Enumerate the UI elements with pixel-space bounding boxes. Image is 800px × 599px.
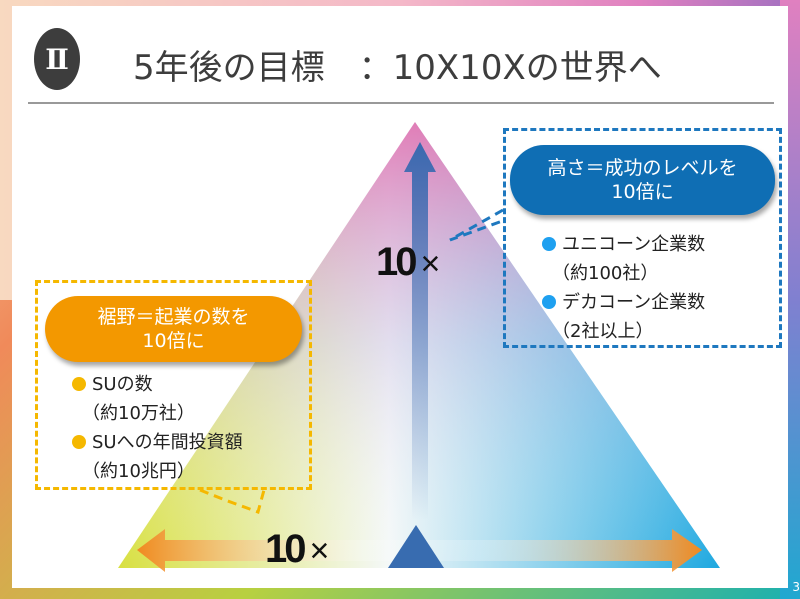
height-heading-pill: 高さ＝成功のレベルを 10倍に <box>510 145 775 215</box>
base-list: SUの数 （約10万社） SUへの年間投資額 （約10兆円） <box>72 370 243 486</box>
item-label: SUの数 <box>92 374 153 395</box>
base-heading-pill: 裾野＝起業の数を 10倍に <box>45 296 302 362</box>
item-detail: （約10兆円） <box>82 461 195 482</box>
multiplier-number: 10 <box>265 527 306 571</box>
multiplier-sign: × <box>309 532 330 570</box>
vertical-arrow <box>404 142 436 520</box>
page-title: 5年後の目標 ：10X10Xの世界へ <box>133 48 662 88</box>
list-item: SUの数 <box>72 370 243 399</box>
height-heading-line2: 10倍に <box>611 181 674 203</box>
right-callout-pointer <box>449 208 506 242</box>
list-item: デカコーン企業数 <box>542 288 705 317</box>
item-label: SUへの年間投資額 <box>92 432 243 453</box>
bullet-icon <box>72 377 86 391</box>
base-heading-line2: 10倍に <box>142 330 205 352</box>
base-triangle-marker <box>388 525 444 568</box>
multiplier-sign: × <box>420 245 441 283</box>
item-detail: （約100社） <box>552 263 659 284</box>
base-heading-line1: 裾野＝起業の数を <box>97 306 250 328</box>
item-detail: （約10万社） <box>82 403 195 424</box>
base-callout-box <box>35 280 312 490</box>
bullet-icon <box>72 435 86 449</box>
height-heading-line1: 高さ＝成功のレベルを <box>547 157 738 179</box>
multiplier-number: 10 <box>376 240 417 284</box>
vertical-multiplier-label: 10× <box>376 240 441 285</box>
bullet-icon <box>542 295 556 309</box>
height-list: ユニコーン企業数 （約100社） デカコーン企業数 （2社以上） <box>542 230 705 346</box>
item-label: ユニコーン企業数 <box>562 234 706 255</box>
height-callout-box <box>503 128 782 348</box>
item-label: デカコーン企業数 <box>562 292 706 313</box>
title-divider <box>28 102 774 104</box>
bullet-icon <box>542 237 556 251</box>
horizontal-multiplier-label: 10× <box>265 527 330 572</box>
list-item: SUへの年間投資額 <box>72 428 243 457</box>
item-detail: （2社以上） <box>552 321 654 342</box>
list-item: ユニコーン企業数 <box>542 230 705 259</box>
page-number: 3 <box>792 580 800 594</box>
section-badge: Ⅱ <box>34 28 80 90</box>
